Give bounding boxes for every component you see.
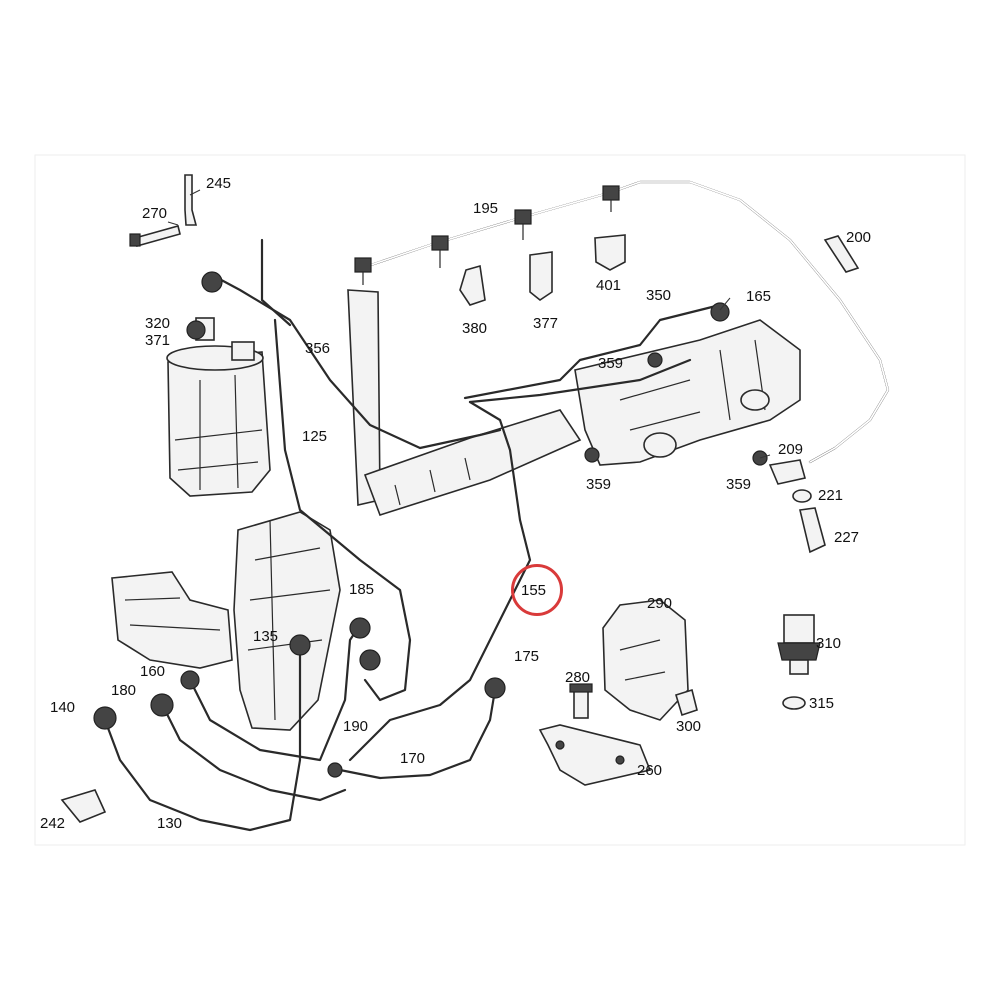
callout-320[interactable]: 320 <box>145 315 171 332</box>
fuel-pipe-356[interactable] <box>210 238 502 450</box>
mounting-bracket-290[interactable] <box>602 599 689 721</box>
seal-ring-315[interactable] <box>782 696 806 710</box>
bolts-280-300[interactable] <box>569 683 698 719</box>
small-hardware[interactable] <box>129 174 860 554</box>
fuel-pipe-130[interactable] <box>103 623 362 832</box>
drawing-frame <box>34 154 966 846</box>
callout-155[interactable]: 155 <box>521 582 547 599</box>
callout-245[interactable]: 245 <box>206 175 232 192</box>
fuel-pipe-350[interactable] <box>463 303 722 400</box>
leak-off-line-195[interactable] <box>354 180 890 464</box>
callout-377[interactable]: 377 <box>533 315 559 332</box>
callout-401[interactable]: 401 <box>596 277 622 294</box>
callout-371[interactable]: 371 <box>145 332 171 349</box>
leader-lines <box>167 189 771 459</box>
callout-359-right[interactable]: 359 <box>726 476 752 493</box>
fuel-pipe-125[interactable] <box>273 318 412 702</box>
pressure-sensor-310[interactable] <box>777 614 821 675</box>
callout-140[interactable]: 140 <box>50 699 76 716</box>
callout-180[interactable]: 180 <box>111 682 137 699</box>
callout-290[interactable]: 290 <box>647 595 673 612</box>
callout-165[interactable]: 165 <box>746 288 772 305</box>
callout-221[interactable]: 221 <box>818 487 844 504</box>
callout-175[interactable]: 175 <box>514 648 540 665</box>
callout-280[interactable]: 280 <box>565 669 591 686</box>
mounting-plate-260[interactable] <box>538 724 652 786</box>
callout-195[interactable]: 195 <box>473 200 499 217</box>
clip-242[interactable] <box>60 789 107 823</box>
callout-185[interactable]: 185 <box>349 581 375 598</box>
callout-315[interactable]: 315 <box>809 695 835 712</box>
callout-310[interactable]: 310 <box>816 635 842 652</box>
callout-227[interactable]: 227 <box>834 529 860 546</box>
fuel-pipe-170[interactable] <box>338 688 497 780</box>
highlight-ring-155 <box>511 564 563 616</box>
callout-359-middle[interactable]: 359 <box>586 476 612 493</box>
callout-350[interactable]: 350 <box>646 287 672 304</box>
callout-359-top[interactable]: 359 <box>598 355 624 372</box>
injection-pump-assembly[interactable] <box>111 511 341 731</box>
banjo-fittings[interactable] <box>93 271 768 778</box>
callout-380[interactable]: 380 <box>462 320 488 337</box>
callout-209[interactable]: 209 <box>778 441 804 458</box>
callout-260[interactable]: 260 <box>637 762 663 779</box>
callout-130[interactable]: 130 <box>157 815 183 832</box>
callout-135[interactable]: 135 <box>253 628 279 645</box>
callout-160[interactable]: 160 <box>140 663 166 680</box>
callout-190[interactable]: 190 <box>343 718 369 735</box>
callout-242[interactable]: 242 <box>40 815 66 832</box>
callout-170[interactable]: 170 <box>400 750 426 767</box>
callout-200[interactable]: 200 <box>846 229 872 246</box>
callout-125[interactable]: 125 <box>302 428 328 445</box>
callout-300[interactable]: 300 <box>676 718 702 735</box>
callout-270[interactable]: 270 <box>142 205 168 222</box>
fuel-filter-housing[interactable] <box>166 317 271 497</box>
callout-356[interactable]: 356 <box>305 340 331 357</box>
manifold-block[interactable] <box>574 319 801 466</box>
